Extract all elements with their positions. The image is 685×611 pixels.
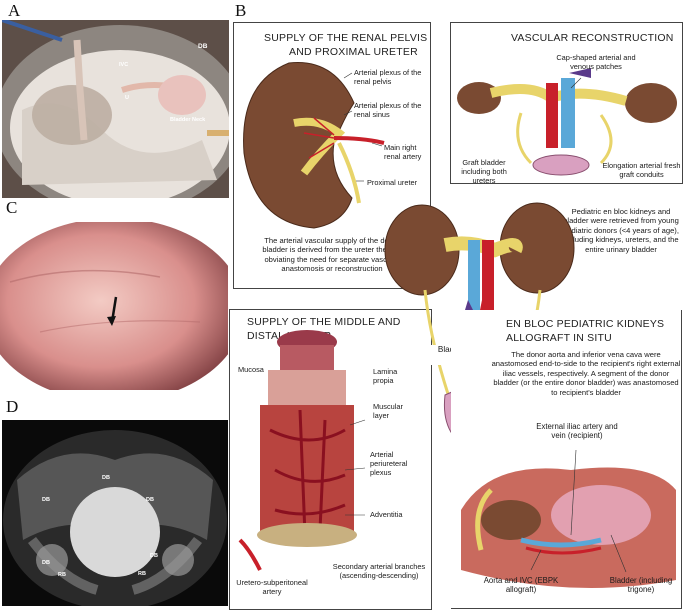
pediatric-note: Pediatric en bloc kidneys and bladder we… — [563, 207, 679, 254]
xray-label-db-4: DB — [42, 560, 50, 566]
xray-label-db-2: DB — [42, 497, 50, 503]
box-vascular-reconstruction: VASCULAR RECONSTRUCTION Cap-shaped arter… — [450, 22, 683, 185]
label-ivc: IVC — [119, 62, 129, 68]
renal-note: The arterial vascular supply of the dono… — [262, 236, 402, 274]
label-periureteral-plexus: Arterial periureteral plexus — [370, 450, 408, 477]
label-secondary-branches: Secondary arterial branches (ascending-d… — [332, 562, 426, 580]
label-mucosa: Mucosa — [238, 365, 264, 374]
xray-label-db-1: DB — [102, 475, 110, 481]
label-adventitia: Adventitia — [370, 510, 403, 519]
ureter-cross-section-illustration — [238, 330, 366, 571]
box-middle-distal-ureter: SUPPLY OF THE MIDDLE AND DISTAL URETER M… — [229, 309, 432, 610]
panel-letter-d: D — [6, 397, 19, 416]
panel-letter-b: B — [235, 1, 247, 20]
vascular-title: VASCULAR RECONSTRUCTION — [511, 32, 674, 44]
label-plexus-sinus: Arterial plexus of the renal sinus — [354, 101, 422, 119]
panel-c-photo — [0, 222, 228, 390]
label-patches: Cap-shaped arterial and venous patches — [556, 53, 636, 71]
xray-label-rb-1: RB — [58, 572, 66, 578]
panel-c-scene — [0, 222, 228, 390]
renal-title-line1: SUPPLY OF THE RENAL PELVIS — [264, 32, 428, 44]
label-enbloc-bladder: Bladder (including trigone) — [609, 576, 673, 594]
label-proximal-ureter: Proximal ureter — [367, 178, 418, 187]
xray-label-db-3: DB — [146, 497, 154, 503]
enbloc-note: The donor aorta and inferior vena cava w… — [491, 350, 681, 397]
panel-a-scene — [2, 20, 229, 198]
xray-label-rb-2: RB — [138, 571, 146, 577]
renal-kidney-illustration — [243, 62, 385, 229]
panel-letter-a: A — [8, 1, 21, 20]
label-main-renal-artery: Main right renal artery — [384, 143, 422, 161]
label-uretero-artery: Uretero-subperitoneal artery — [236, 578, 308, 596]
panel-d-xray — [2, 420, 228, 606]
enbloc-title-line1: EN BLOC PEDIATRIC KIDNEYS — [506, 318, 665, 330]
xray-label-db-5: DB — [150, 553, 158, 559]
label-db: DB — [198, 43, 208, 50]
box-enbloc-in-situ: EN BLOC PEDIATRIC KIDNEYS ALLOGRAFT IN S… — [451, 310, 682, 609]
label-lamina-propia: Lamina propia — [373, 367, 398, 385]
box-renal-pelvis: SUPPLY OF THE RENAL PELVIS AND PROXIMAL … — [233, 22, 431, 289]
renal-title-line2: AND PROXIMAL URETER — [289, 46, 418, 58]
enbloc-surgical-illustration — [461, 449, 676, 588]
label-plexus-pelvis: Arterial plexus of the renal pelvis — [354, 68, 422, 86]
label-muscular-layer: Muscular layer — [373, 402, 403, 420]
label-u: U — [125, 95, 129, 101]
vascular-illustration — [457, 68, 677, 176]
label-aorta-ivc: Aorta and IVC (EBPK allograft) — [483, 576, 559, 594]
panel-a-photo: IVC DB U Bladder Neck — [2, 20, 229, 198]
label-elongation: Elongation arterial fresh graft conduits — [602, 161, 681, 179]
label-graft-bladder: Graft bladder including both ureters — [461, 158, 507, 185]
enbloc-title-line2: ALLOGRAFT IN SITU — [506, 332, 612, 344]
label-external-iliac: External iliac artery and vein (recipien… — [536, 422, 618, 440]
panel-letter-c: C — [6, 198, 18, 217]
panel-d-photo: DB DB DB DB DB RB RB — [2, 420, 228, 606]
middle-title-line1: SUPPLY OF THE MIDDLE AND — [247, 316, 401, 328]
label-bladder-neck: Bladder Neck — [170, 117, 206, 123]
